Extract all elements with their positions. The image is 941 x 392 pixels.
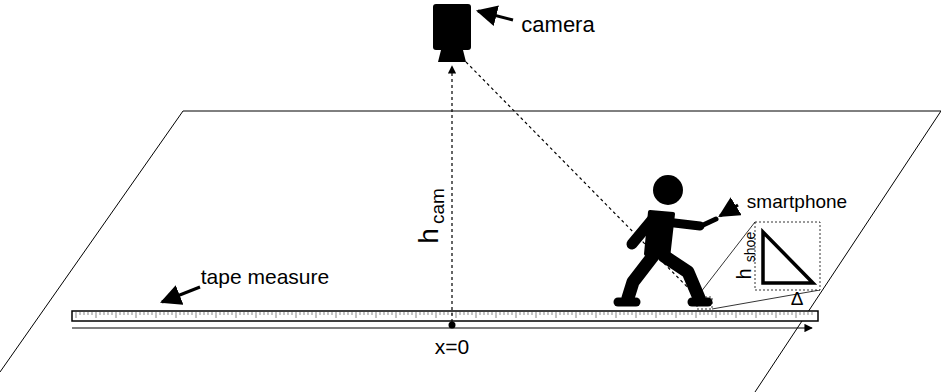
smartphone-pointer [720,205,738,216]
height-symbol: h [415,228,443,244]
origin-dot [449,322,456,329]
shoe-height-symbol: h [734,268,754,279]
shoe-height-subscript: shoe [743,232,757,262]
shoe-detail [697,222,820,309]
camera-pointer [478,11,513,20]
smartphone-symbol [701,219,716,226]
camera-label: camera [521,14,594,36]
height-subscript: cam [428,188,447,224]
tape-measure [72,311,818,328]
tape-label: tape measure [201,266,329,287]
smartphone-label: smartphone [747,192,847,211]
tape-pointer [162,287,200,302]
origin-label: x=0 [435,336,469,357]
sight-line [466,62,705,305]
height-line [451,66,452,322]
camera-symbol [433,4,471,62]
person-figure [618,175,708,302]
floor-plane [0,111,941,392]
offset-symbol: Δ [791,289,804,308]
